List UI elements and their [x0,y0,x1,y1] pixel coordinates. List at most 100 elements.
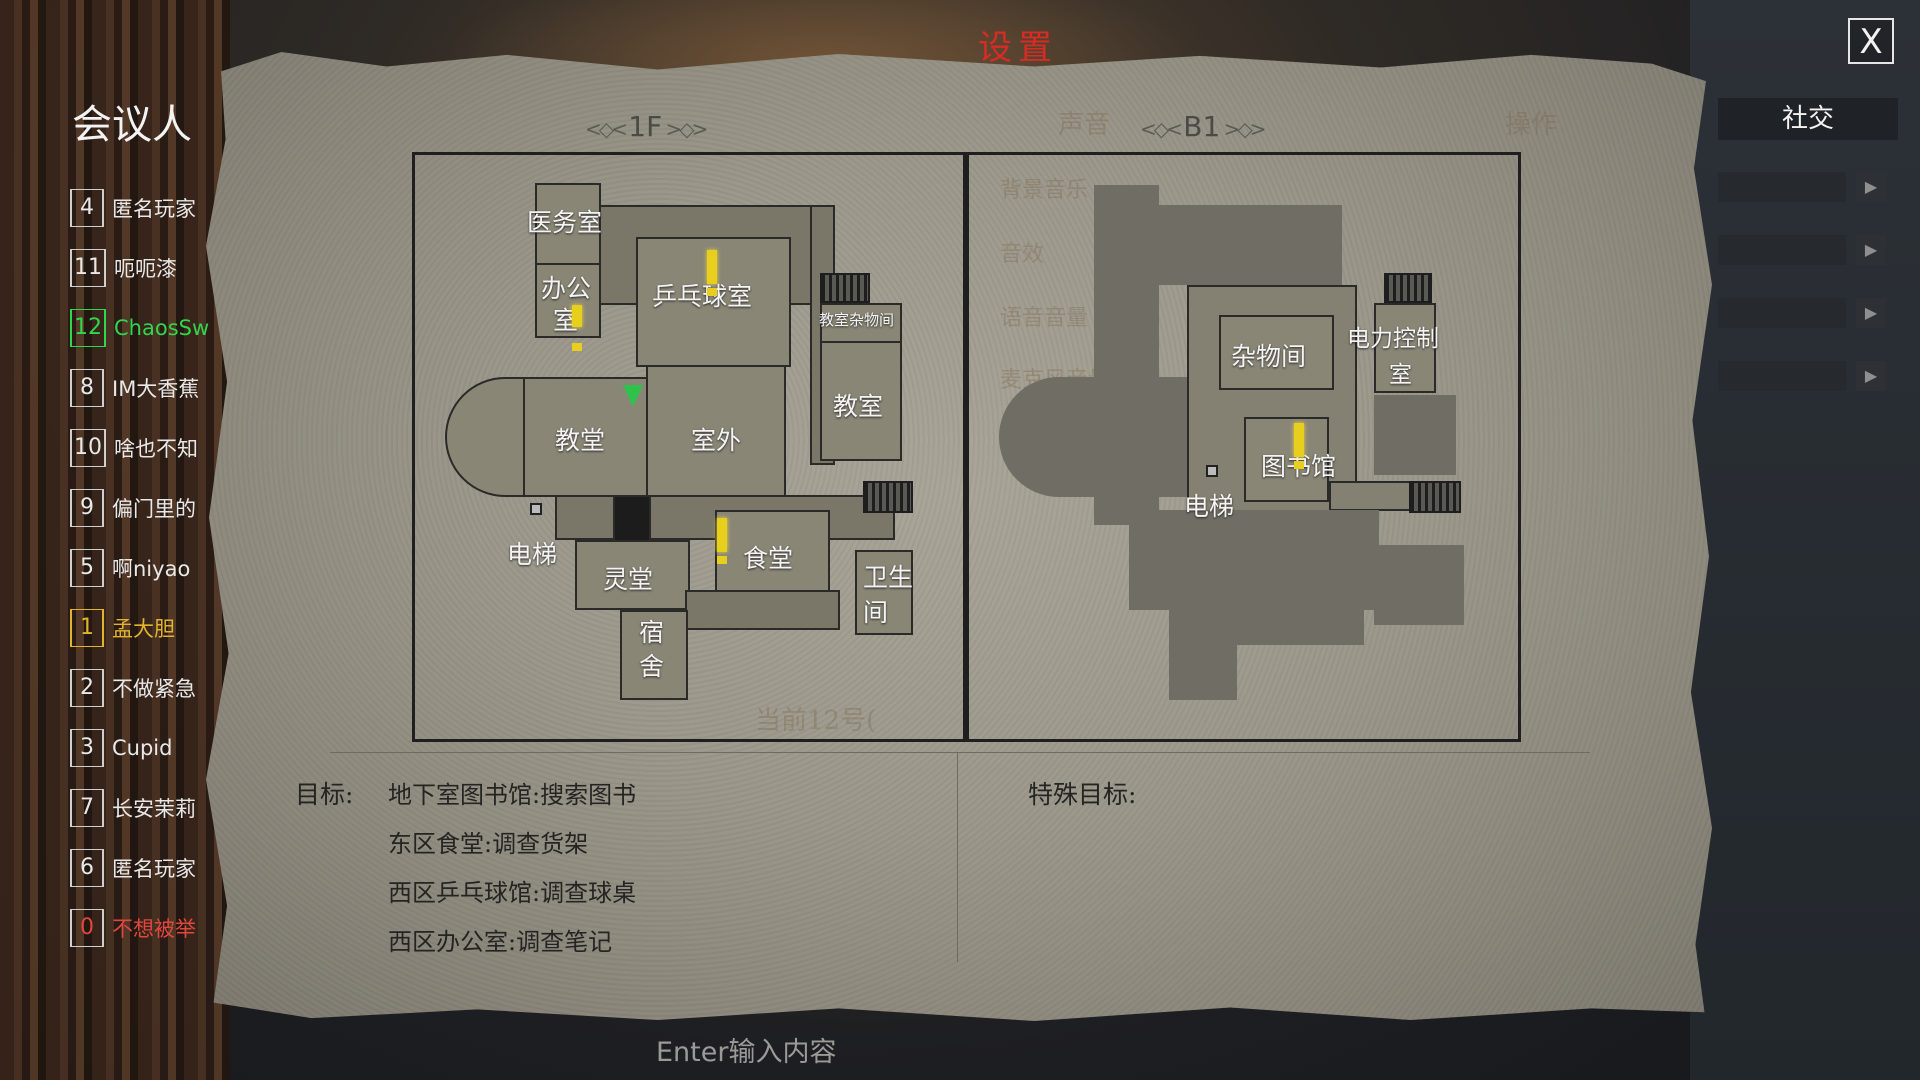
b1-block [1374,395,1456,475]
volume-slider-bgm[interactable] [1718,172,1846,202]
player-number: 10 [70,429,106,467]
player-number: 5 [70,549,104,587]
slider-arrow-icon[interactable]: ▶ [1856,298,1886,328]
label-power-2: 室 [1389,362,1412,388]
objective-marker-icon [707,250,717,296]
player-row[interactable]: 8 IM大香蕉 [70,358,220,418]
divider [957,752,958,962]
player-number: 0 [70,909,104,947]
label-restroom: 卫生 [863,563,914,592]
label-dorm-2: 舍 [639,652,665,681]
special-objectives-label: 特殊目标: [1028,780,1137,809]
corridor [685,590,840,630]
player-name: IM大香蕉 [112,377,200,401]
room-outdoor [646,365,786,500]
room-restroom [855,550,913,635]
label-canteen: 食堂 [743,544,794,573]
map-parchment [206,52,1712,1022]
ornament-icon: <◇< [1140,117,1184,141]
player-row[interactable]: 10 啥也不知 [70,418,220,478]
player-number: 7 [70,789,104,827]
player-name: 孟大胆 [112,617,175,641]
volume-slider-sfx[interactable] [1718,235,1846,265]
label-pingpong: 乒乓球室 [652,282,753,311]
chat-input[interactable]: Enter输入内容 [656,1037,837,1068]
slider-arrow-icon[interactable]: ▶ [1856,361,1886,391]
map-1f: 医务室 办公 室 乒乓球室 教室杂物间 教堂 室外 教室 电梯 灵堂 食堂 卫生… [412,152,966,742]
room-office [535,263,601,338]
player-number: 6 [70,849,104,887]
faint-tab-controls: 操作 [1505,110,1558,140]
room-library [1244,417,1329,502]
label-elevator: 电梯 [507,540,558,569]
tab-social[interactable]: 社交 [1718,98,1898,140]
floor-b1-label: B1 [1183,110,1221,143]
player-position-icon [623,385,643,407]
volume-slider-voice[interactable] [1718,298,1846,328]
label-restroom-2: 间 [863,598,889,627]
player-number: 12 [70,309,106,347]
player-row-highlight[interactable]: 1 孟大胆 [70,598,220,658]
player-number: 8 [70,369,104,407]
background-bookshelf [0,0,230,1080]
player-name: 偏门里的 [112,497,196,521]
room-mortuary [575,540,690,610]
objective-marker-icon [1294,423,1304,469]
label-classroom: 教室 [833,392,884,421]
room-dorm [620,610,688,700]
player-number: 4 [70,189,104,227]
faint-row-sfx: 音效 [1000,242,1045,267]
faint-row-bgm: 背景音乐 [1000,178,1089,203]
room-infirmary [535,183,601,265]
map-b1: 杂物间 电力控制 室 图书馆 电梯 [966,152,1521,742]
ornament-icon: <◇< [585,117,629,141]
label-b1-elevator: 电梯 [1184,492,1235,521]
player-name: 啥也不知 [114,437,198,461]
slider-arrow-icon[interactable]: ▶ [1856,235,1886,265]
divider [330,752,1590,753]
faint-current-text: 当前12号( [755,706,877,736]
player-name: 不做紧急 [112,677,196,701]
label-mortuary: 灵堂 [603,565,654,594]
settings-title: 设置 [978,28,1058,68]
slider-arrow-icon[interactable]: ▶ [1856,172,1886,202]
objectives-label: 目标: [295,780,354,809]
elevator-icon [1206,465,1218,477]
floor-1f-title: <◇< 1F >◇> [585,110,708,143]
player-name: Cupid [112,736,173,760]
meeting-panel-title: 会议人 [72,102,192,148]
close-button[interactable]: X [1848,18,1894,64]
room-power-control [1374,303,1436,393]
ornament-icon: >◇> [1220,117,1267,141]
volume-slider-mic[interactable] [1718,361,1846,391]
room-classroom [820,341,902,461]
label-storage: 杂物间 [1231,342,1307,371]
b1-block [1234,585,1364,645]
label-power: 电力控制 [1347,326,1439,352]
player-number: 9 [70,489,104,527]
player-row[interactable]: 9 偏门里的 [70,478,220,538]
label-storage-classroom: 教室杂物间 [819,311,895,329]
player-row[interactable]: 4 匿名玩家 [70,178,220,238]
player-number: 11 [70,249,106,287]
room-storage [1219,315,1334,390]
floor-b1-title: <◇< B1 >◇> [1140,110,1267,143]
label-outdoor: 室外 [691,426,742,455]
label-chapel: 教堂 [555,426,606,455]
faint-row-voice: 语音音量 [1000,306,1089,331]
stairs [1409,481,1461,513]
player-name: 匿名玩家 [112,197,196,221]
b1-block [1169,605,1237,700]
player-number: 1 [70,609,104,647]
stairs [820,273,870,303]
b1-block [1157,205,1342,285]
